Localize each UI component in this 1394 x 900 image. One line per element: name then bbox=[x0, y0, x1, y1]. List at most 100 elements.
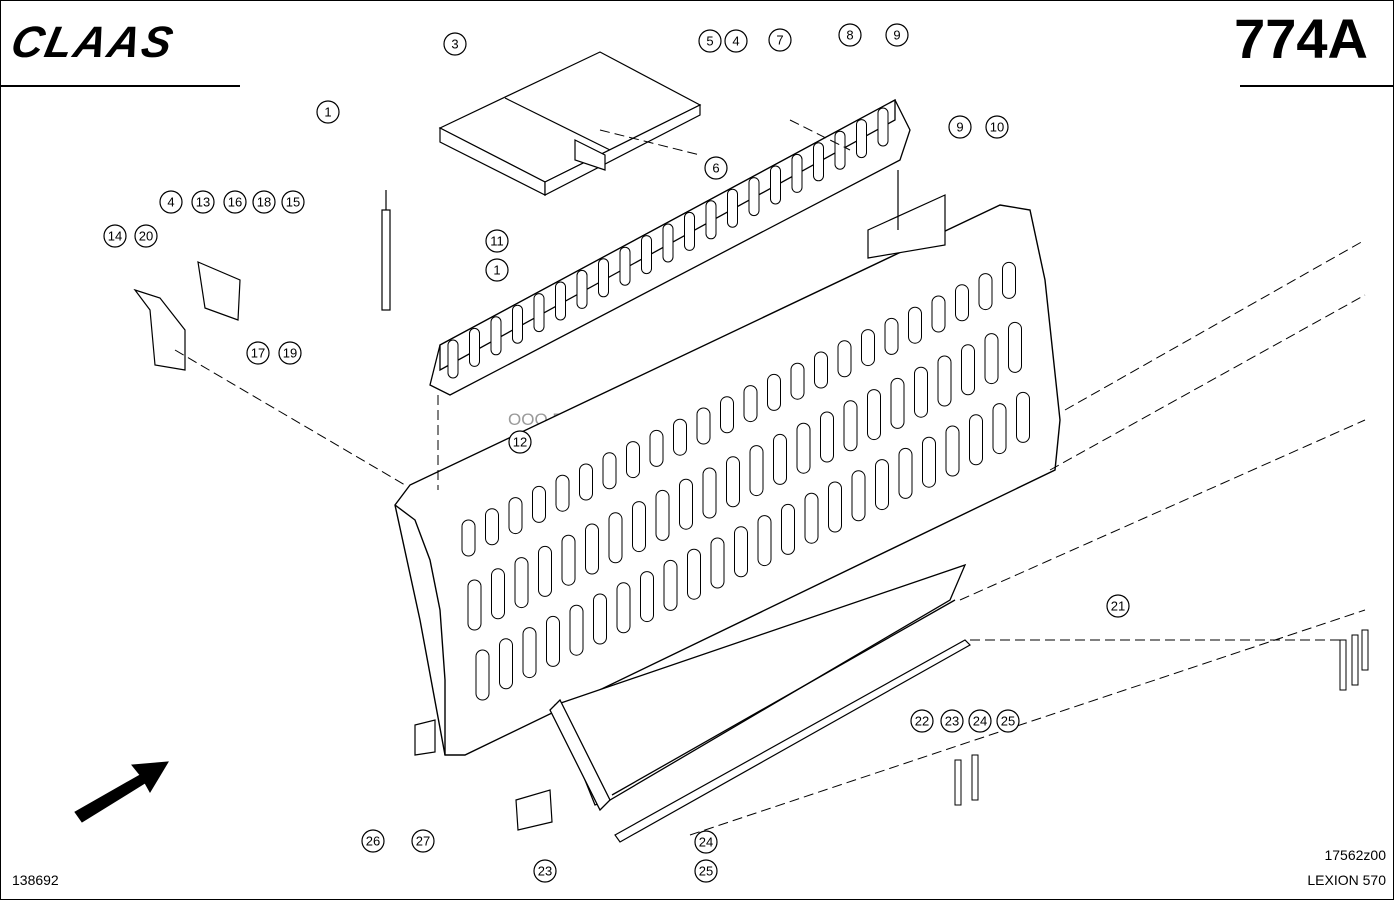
grille-slot bbox=[861, 329, 875, 367]
direction-arrow-icon bbox=[74, 761, 169, 823]
grille-slot bbox=[640, 571, 654, 623]
grille-slot bbox=[538, 545, 552, 597]
grille-slot bbox=[856, 119, 867, 159]
upper-grille-part bbox=[429, 98, 911, 396]
grille-slot bbox=[619, 246, 631, 286]
grille-slot bbox=[475, 649, 490, 701]
grille-slot bbox=[579, 463, 593, 501]
callout-25: 25 bbox=[694, 859, 718, 883]
svg-text:7: 7 bbox=[776, 33, 783, 48]
grille-slot bbox=[834, 130, 846, 170]
callout-24: 24 bbox=[694, 830, 718, 854]
model-name: LEXION 570 bbox=[1307, 872, 1386, 888]
callout-23: 23 bbox=[533, 859, 557, 883]
grille-slot bbox=[585, 523, 599, 575]
grille-slot bbox=[616, 582, 631, 634]
svg-text:10: 10 bbox=[990, 120, 1004, 135]
grille-slot bbox=[931, 295, 946, 333]
svg-text:26: 26 bbox=[366, 834, 380, 849]
callout-14: 14 bbox=[103, 224, 127, 248]
callout-25: 25 bbox=[996, 709, 1020, 733]
callout-17: 17 bbox=[246, 341, 270, 365]
svg-text:15: 15 bbox=[286, 195, 300, 210]
small-bracket-part bbox=[414, 719, 553, 831]
grille-slot bbox=[937, 355, 952, 407]
svg-text:24: 24 bbox=[973, 714, 987, 729]
grille-slot bbox=[781, 503, 795, 555]
grille-slot bbox=[877, 107, 889, 147]
grille-slot bbox=[684, 211, 695, 251]
callout-26: 26 bbox=[361, 829, 385, 853]
grille-slot bbox=[851, 470, 866, 522]
grille-slot bbox=[662, 223, 674, 263]
grille-slot bbox=[843, 400, 858, 452]
bottom-trough-part bbox=[549, 563, 967, 812]
svg-text:12: 12 bbox=[513, 435, 527, 450]
svg-text:24: 24 bbox=[699, 835, 713, 850]
grille-slot bbox=[969, 414, 983, 466]
grille-slot bbox=[820, 411, 834, 463]
grille-slot bbox=[796, 422, 811, 474]
tray-part bbox=[438, 51, 702, 196]
svg-text:25: 25 bbox=[699, 864, 713, 879]
svg-text:9: 9 bbox=[893, 28, 900, 43]
grille-slot bbox=[955, 284, 969, 322]
grille-slot bbox=[705, 200, 717, 240]
grille-slot bbox=[898, 447, 913, 499]
grille-slot bbox=[687, 548, 701, 600]
grille-slot bbox=[593, 593, 607, 645]
grille-slot bbox=[508, 497, 523, 535]
grille-slot bbox=[837, 340, 852, 378]
svg-text:18: 18 bbox=[257, 195, 271, 210]
grille-slot bbox=[702, 467, 717, 519]
svg-text:21: 21 bbox=[1111, 599, 1125, 614]
callout-4: 4 bbox=[724, 29, 748, 53]
svg-text:17: 17 bbox=[251, 346, 265, 361]
grille-slot bbox=[632, 501, 646, 553]
grille-slot bbox=[576, 269, 588, 309]
callout-3: 3 bbox=[443, 32, 467, 56]
svg-text:6: 6 bbox=[712, 161, 719, 176]
grille-slot bbox=[696, 407, 711, 445]
grille-slot bbox=[555, 281, 566, 321]
grille-slot bbox=[726, 456, 740, 508]
grille-slot bbox=[813, 142, 824, 182]
callout-18: 18 bbox=[252, 190, 276, 214]
grille-slot bbox=[710, 537, 725, 589]
svg-text:22: 22 bbox=[915, 714, 929, 729]
callout-16: 16 bbox=[223, 190, 247, 214]
svg-text:3: 3 bbox=[451, 37, 458, 52]
callout-4: 4 bbox=[159, 190, 183, 214]
grille-slot bbox=[569, 604, 584, 656]
grille-slot bbox=[743, 385, 758, 423]
grille-slot bbox=[804, 492, 819, 544]
svg-text:1: 1 bbox=[324, 105, 331, 120]
grille-slot bbox=[485, 508, 499, 546]
svg-text:13: 13 bbox=[196, 195, 210, 210]
svg-text:16: 16 bbox=[228, 195, 242, 210]
svg-text:19: 19 bbox=[283, 346, 297, 361]
grille-slot bbox=[1008, 321, 1022, 373]
page-number: 774A bbox=[1234, 7, 1368, 70]
grille-slot bbox=[499, 638, 513, 690]
grille-slot bbox=[791, 153, 803, 193]
gas-spring-part bbox=[381, 190, 391, 311]
svg-text:4: 4 bbox=[732, 34, 739, 49]
callout-9: 9 bbox=[948, 115, 972, 139]
grille-slot bbox=[491, 568, 505, 620]
callout-5: 5 bbox=[698, 29, 722, 53]
drawing-number: 17562z00 bbox=[1324, 847, 1386, 863]
grille-slot bbox=[490, 316, 502, 356]
grille-slot bbox=[814, 351, 828, 389]
grille-slot bbox=[890, 377, 905, 429]
grille-slot bbox=[649, 429, 664, 467]
strip-part bbox=[614, 639, 971, 843]
grille-slot bbox=[555, 474, 570, 512]
grille-slot bbox=[884, 317, 899, 355]
grille-slot bbox=[748, 177, 760, 217]
callout-11: 11 bbox=[485, 229, 509, 253]
grille-slot bbox=[522, 627, 537, 679]
grille-slot bbox=[533, 293, 545, 333]
svg-text:27: 27 bbox=[416, 834, 430, 849]
